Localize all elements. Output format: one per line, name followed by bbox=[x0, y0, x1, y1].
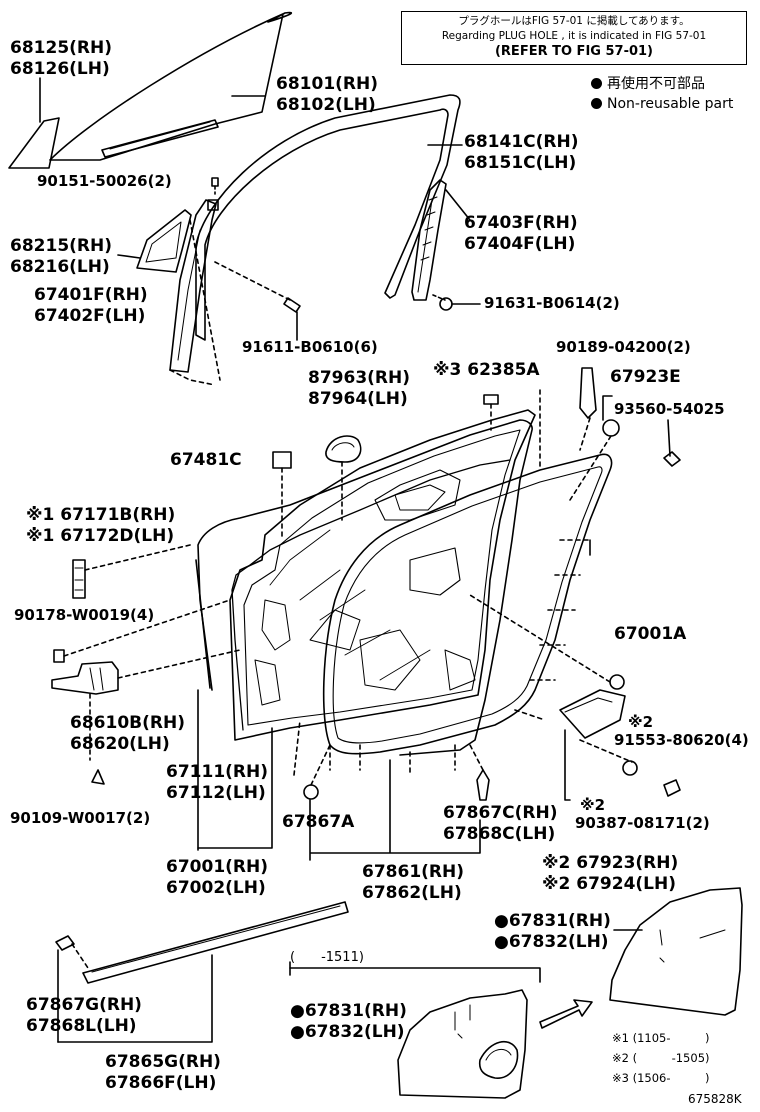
label-68101[interactable]: 68101(RH) bbox=[276, 74, 378, 94]
label-90189[interactable]: 90189-04200(2) bbox=[556, 338, 691, 356]
refer-note-en: Regarding PLUG HOLE , it is indicated in… bbox=[441, 30, 707, 42]
label-68610b[interactable]: 68610B(RH) bbox=[70, 713, 185, 733]
legend-item-jp: 再使用不可部品 bbox=[591, 74, 733, 94]
label-62385a[interactable]: ※3 62385A bbox=[433, 360, 540, 380]
label-90387[interactable]: 90387-08171(2) bbox=[575, 814, 710, 832]
belt-molding bbox=[82, 901, 349, 984]
label-67867g[interactable]: 67867G(RH) bbox=[26, 995, 142, 1015]
bullet-icon bbox=[591, 78, 602, 89]
door-weatherstrip bbox=[322, 453, 613, 755]
label-67867a[interactable]: 67867A bbox=[282, 812, 355, 832]
label-67404f[interactable]: 67404F(LH) bbox=[464, 234, 576, 254]
door-trim-panel-upper bbox=[609, 887, 743, 1016]
label-67924[interactable]: ※2 67924(LH) bbox=[542, 874, 677, 894]
footnote-2: ※2 ( -1505) bbox=[612, 1051, 710, 1065]
label-68215[interactable]: 68215(RH) bbox=[10, 236, 112, 256]
label-68620[interactable]: 68620(LH) bbox=[70, 734, 170, 754]
label-91611[interactable]: 91611-B0610(6) bbox=[242, 338, 378, 356]
label-67111[interactable]: 67111(RH) bbox=[166, 762, 268, 782]
label-87964[interactable]: 87964(LH) bbox=[308, 389, 408, 409]
label-67112[interactable]: 67112(LH) bbox=[166, 783, 266, 803]
footnote-1: ※1 (1105- ) bbox=[612, 1031, 710, 1045]
door-glass bbox=[49, 11, 292, 161]
label-67866f[interactable]: 67866F(LH) bbox=[105, 1073, 217, 1093]
door-trim-panel-lower bbox=[397, 989, 528, 1099]
label-67865g[interactable]: 67865G(RH) bbox=[105, 1052, 221, 1072]
label-67001[interactable]: 67001(RH) bbox=[166, 857, 268, 877]
label-68151c[interactable]: 68151C(LH) bbox=[464, 153, 577, 173]
label-67831-b[interactable]: ●67831(RH) bbox=[290, 1001, 407, 1021]
door-inner-frame bbox=[229, 409, 536, 741]
label-67403f[interactable]: 67403F(RH) bbox=[464, 213, 578, 233]
refer-note-jp: プラグホールはFIG 57-01 に掲載してあります。 bbox=[458, 15, 690, 27]
label-67862[interactable]: 67862(LH) bbox=[362, 883, 462, 903]
label-87963[interactable]: 87963(RH) bbox=[308, 368, 410, 388]
label-67481c[interactable]: 67481C bbox=[170, 450, 242, 470]
footnote-3: ※3 (1506- ) bbox=[612, 1071, 710, 1085]
label-67402f[interactable]: 67402F(LH) bbox=[34, 306, 146, 326]
label-91553[interactable]: 91553-80620(4) bbox=[614, 731, 749, 749]
label-67401f[interactable]: 67401F(RH) bbox=[34, 285, 148, 305]
label-68216[interactable]: 68216(LH) bbox=[10, 257, 110, 277]
label-91553-note: ※2 bbox=[628, 713, 654, 731]
glass-run bbox=[195, 94, 461, 341]
label-67868l[interactable]: 67868L(LH) bbox=[26, 1016, 137, 1036]
label-67831-a[interactable]: ●67831(RH) bbox=[494, 911, 611, 931]
label-67002[interactable]: 67002(LH) bbox=[166, 878, 266, 898]
label-91631[interactable]: 91631-B0614(2) bbox=[484, 294, 620, 312]
door-check bbox=[559, 689, 626, 739]
label-68141c[interactable]: 68141C(RH) bbox=[464, 132, 579, 152]
bullet-icon bbox=[591, 98, 602, 109]
quarter-glass bbox=[8, 117, 60, 169]
division-bar-rear bbox=[411, 179, 447, 301]
label-67832-a[interactable]: ●67832(LH) bbox=[494, 932, 609, 952]
label-67923e[interactable]: 67923E bbox=[610, 367, 681, 387]
label-67001a[interactable]: 67001A bbox=[614, 624, 687, 644]
division-bar-front bbox=[169, 199, 217, 373]
refer-note-fig: (REFER TO FIG 57-01) bbox=[494, 44, 653, 59]
label-90387-note: ※2 bbox=[580, 796, 606, 814]
label-93560[interactable]: 93560-54025 bbox=[614, 400, 725, 418]
label-68126[interactable]: 68126(LH) bbox=[10, 59, 110, 79]
legend-item-en: Non-reusable part bbox=[591, 94, 733, 114]
legend: 再使用不可部品 Non-reusable part bbox=[591, 74, 733, 114]
label-90178[interactable]: 90178-W0019(4) bbox=[14, 606, 155, 624]
label-67171b[interactable]: ※1 67171B(RH) bbox=[26, 505, 176, 525]
door-shell-outer bbox=[197, 419, 533, 756]
label-range-1511: ( -1511) bbox=[290, 950, 364, 965]
label-67868c[interactable]: 67868C(LH) bbox=[443, 824, 556, 844]
label-67867c[interactable]: 67867C(RH) bbox=[443, 803, 558, 823]
label-67172d[interactable]: ※1 67172D(LH) bbox=[26, 526, 175, 546]
quarter-glass-front bbox=[136, 209, 192, 273]
label-67832-b[interactable]: ●67832(LH) bbox=[290, 1022, 405, 1042]
label-68125[interactable]: 68125(RH) bbox=[10, 38, 112, 58]
figure-number: 675828K bbox=[688, 1092, 742, 1106]
label-68102[interactable]: 68102(LH) bbox=[276, 95, 376, 115]
label-90109[interactable]: 90109-W0017(2) bbox=[10, 809, 151, 827]
refer-note-box: プラグホールはFIG 57-01 に掲載してあります。 Regarding PL… bbox=[401, 11, 747, 65]
label-67923[interactable]: ※2 67923(RH) bbox=[542, 853, 679, 873]
label-90151[interactable]: 90151-50026(2) bbox=[37, 172, 172, 190]
label-67861[interactable]: 67861(RH) bbox=[362, 862, 464, 882]
